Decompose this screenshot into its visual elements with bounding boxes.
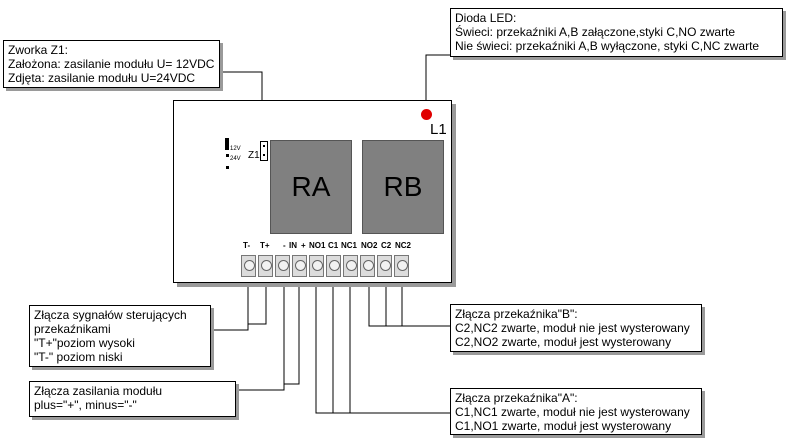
signal-wire-tplus [248,278,270,325]
module-board: 12V 24V Z1 RA RB L1 T- T+ - IN + NO1 C1 … [173,100,452,283]
relay-b-note-line1: C2,NC2 zwarte, moduł nie jest wysterowan… [455,321,690,335]
power-note: Złącza zasilania modułu plus="+", minus=… [29,381,236,417]
terminal-label-in: IN [289,241,297,250]
relay-a: RA [270,140,352,234]
relay-a-note-title: Złącza przekaźnika"A": [455,391,578,405]
terminal-label-tplus: T+ [260,241,270,250]
jumper-pin [226,154,229,157]
led-l1 [421,109,432,120]
terminal-label-nc1: NC1 [341,241,358,250]
led-note-on: Świeci: przekaźniki A,B załączone,styki … [455,25,736,39]
led-label: L1 [430,121,447,138]
terminal-label-nc2: NC2 [395,241,412,250]
jumper-pin-b [226,166,229,169]
terminal-label-no2: NO2 [361,241,378,250]
relay-a-wire-no1 [312,278,450,414]
jumper-note-title: Zworka Z1: [8,43,69,57]
relay-b-note: Złącza przekaźnika"B": C2,NC2 zwarte, mo… [450,304,702,352]
relay-b-label: RB [383,171,423,202]
terminal-label-minus: - [283,241,286,250]
terminal-nc1 [343,255,358,277]
jumper-note-off: Zdjęta: zasilanie modułu U=24VDC [8,71,196,85]
terminal-label-c2: C2 [381,241,392,250]
jumper-label: Z1 [248,150,260,161]
relay-a-label: RA [291,171,331,202]
terminal-label-no1: NO1 [309,241,326,250]
terminal-label-plus: + [301,241,306,250]
signal-note-line1: Złącza sygnałów sterujących [34,308,187,322]
power-wire-minus [235,278,288,391]
terminal-in [292,255,307,277]
relay-a-note-line1: C1,NC1 zwarte, moduł nie jest wysterowan… [455,405,690,419]
signal-wire-tminus [210,278,252,331]
terminal-c2 [377,255,392,277]
terminal-c1 [326,255,341,277]
relay-a-note-line2: C1,NO1 zwarte, moduł jest wysterowany [455,419,672,433]
jumper-z1 [260,141,268,161]
jumper-24v-label: 24V [230,156,241,162]
signal-note-line3: "T+"poziom wysoki [34,336,135,350]
led-wire [422,54,450,112]
power-note-line2: plus="+", minus="-" [34,398,137,412]
terminal-label-c1: C1 [328,241,339,250]
terminal-plus [309,255,324,277]
terminal-tminus [241,255,256,277]
power-note-line1: Złącza zasilania modułu [34,384,163,398]
relay-b-wire-no2 [365,278,450,327]
signal-note-line2: przekaźnikami [34,322,111,336]
led-note-off: Nie świeci: przekaźniki A,B wyłączone, s… [455,39,760,53]
jumper-12v-label: 12V [230,146,241,152]
led-note-title: Dioda LED: [455,11,517,25]
signal-note: Złącza sygnałów sterujących przekaźnikam… [29,305,211,367]
relay-b-note-title: Złącza przekaźnika"B": [455,307,578,321]
led-note: Dioda LED: Świeci: przekaźniki A,B załąc… [450,8,783,57]
terminal-minus [275,255,290,277]
terminal-label-tminus: T- [243,241,251,250]
jumper-note-on: Założona: zasilanie modułu U= 12VDC [8,57,215,71]
signal-note-line4: "T-" poziom niski [34,350,123,364]
relay-a-note: Złącza przekaźnika"A": C1,NC1 zwarte, mo… [450,388,702,435]
jumper-note: Zworka Z1: Założona: zasilanie modułu U=… [3,40,220,88]
terminal-nc2 [394,255,409,277]
jumper-header [225,138,229,150]
terminal-tplus [258,255,273,277]
terminal-no2 [360,255,375,277]
relay-b-note-line2: C2,NO2 zwarte, moduł jest wysterowany [455,335,672,349]
power-wire-plus [284,278,303,385]
relay-b: RB [362,140,444,234]
